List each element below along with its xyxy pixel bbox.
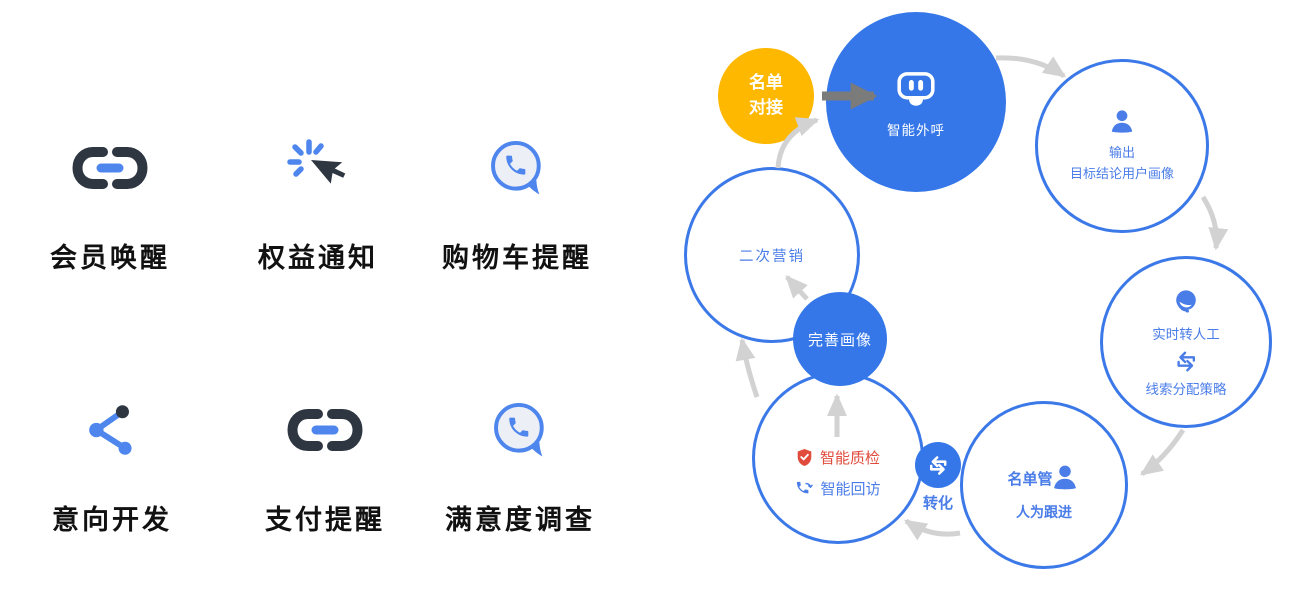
icon-box xyxy=(488,126,546,210)
phone-refresh-icon xyxy=(797,481,814,493)
node-label: 名单管 xyxy=(1007,470,1053,488)
node-label: 输出 xyxy=(1108,145,1135,161)
node-quality-revisit: 智能质检 智能回访 xyxy=(752,372,924,544)
phone-bubble-icon xyxy=(494,402,544,457)
node-label: 智能外呼 xyxy=(887,123,945,138)
feature-label: 权益通知 xyxy=(258,243,378,273)
icon-box xyxy=(82,388,142,472)
arrow-human-to-listmgmt xyxy=(1139,428,1186,477)
feature-label: 意向开发 xyxy=(52,505,172,535)
swap-arrows-icon xyxy=(929,455,947,475)
node-list-docking: 名单 对接 xyxy=(718,48,814,144)
phone-bubble-icon xyxy=(491,140,541,195)
node-label: 智能回访 xyxy=(820,481,881,498)
arrow-listmgmt-to-quality xyxy=(903,518,961,541)
node-human-transfer: 实时转人工 线索分配策略 xyxy=(1100,256,1272,428)
node-label: 线索分配策略 xyxy=(1145,381,1227,397)
person-icon xyxy=(1053,465,1076,490)
feature-benefit-notice: 权益通知 xyxy=(208,126,428,275)
arrow-quality-to-remarketing xyxy=(735,337,760,398)
feature-label: 满意度调查 xyxy=(445,505,595,535)
node-improve-profile: 完善画像 xyxy=(793,292,887,386)
node-label: 二次营销 xyxy=(739,248,805,265)
feature-member-wakeup: 会员唤醒 xyxy=(0,126,220,275)
shield-check-icon xyxy=(797,449,812,466)
agent-headset-icon xyxy=(1176,289,1196,313)
arrow-outbound-to-output xyxy=(995,55,1067,79)
icon-box xyxy=(287,126,349,210)
click-cursor-icon xyxy=(287,139,346,184)
quality-inspection-item: 智能质检 xyxy=(796,447,880,468)
swap-arrows-icon xyxy=(1177,351,1196,371)
share-icon xyxy=(89,405,132,455)
feature-intent-development: 意向开发 xyxy=(2,388,222,537)
node-conversion xyxy=(915,442,961,488)
node-label: 目标结论用户画像 xyxy=(1069,166,1174,181)
icon-box xyxy=(286,388,364,472)
node-label-row: 名单管 xyxy=(1007,462,1080,494)
node-label: 人为跟进 xyxy=(1016,504,1072,520)
feature-payment-reminder: 支付提醒 xyxy=(215,388,435,537)
link-icon xyxy=(72,147,148,189)
feature-label: 会员唤醒 xyxy=(50,243,170,273)
smart-revisit-item: 智能回访 xyxy=(795,478,881,499)
robot-icon xyxy=(897,72,935,106)
node-list-management: 名单管 人为跟进 xyxy=(960,401,1128,569)
feature-label: 支付提醒 xyxy=(265,505,385,535)
icon-box xyxy=(491,388,549,472)
node-label: 实时转人工 xyxy=(1152,326,1220,342)
process-cycle-diagram: 名单 对接 智能外呼 输出 目标结论用户画像 实时转人工 线索 xyxy=(660,0,1302,610)
conversion-label: 转化 xyxy=(922,495,953,512)
node-label: 完善画像 xyxy=(807,331,872,349)
feature-label: 购物车提醒 xyxy=(442,243,592,273)
link-icon xyxy=(287,409,363,451)
feature-cart-reminder: 购物车提醒 xyxy=(407,126,627,275)
node-label: 智能质检 xyxy=(819,450,880,467)
node-label: 名单 xyxy=(749,73,783,93)
node-output-profile: 输出 目标结论用户画像 xyxy=(1035,59,1209,233)
icon-box xyxy=(71,126,149,210)
node-smart-outbound: 智能外呼 xyxy=(826,12,1006,192)
feature-grid: 会员唤醒 权益通知 购物车提醒 xyxy=(0,0,640,610)
arrow-output-to-human xyxy=(1200,195,1229,251)
person-icon xyxy=(1111,110,1133,133)
node-label: 对接 xyxy=(749,98,783,117)
feature-satisfaction-survey: 满意度调查 xyxy=(410,388,630,537)
